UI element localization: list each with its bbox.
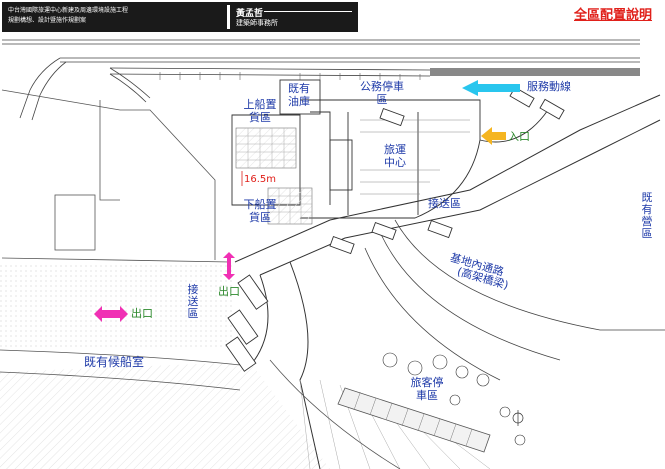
trees xyxy=(382,352,526,446)
service-lane-arrow xyxy=(462,80,520,96)
label-service-lane: 服務動線 xyxy=(527,80,571,93)
label-pickup-zone-east: 接送區 xyxy=(428,197,461,210)
passenger-parking-strip xyxy=(337,387,491,453)
label-existing-waiting-room: 既有候船室 xyxy=(84,355,145,369)
label-boarding-cargo: 上船置貨區 xyxy=(243,98,277,124)
cargo-grid-lower xyxy=(267,187,313,225)
label-exit-center: 出口 xyxy=(218,285,240,298)
west-structures xyxy=(1,89,231,263)
entrance-arrow xyxy=(481,127,506,145)
title-rule xyxy=(264,11,352,12)
cargo-grid-upper xyxy=(235,127,297,169)
project-line-1: 中台灣國際旅運中心新建及周邊環境設施工程 xyxy=(8,7,129,14)
north-parked-vehicles xyxy=(430,68,640,76)
lower-radial-lines xyxy=(299,379,491,469)
project-name: 中台灣國際旅運中心新建及周邊環境設施工程 規劃構想、設計暨施作規劃案 xyxy=(8,6,128,26)
terminal-building xyxy=(231,79,549,219)
north-arrow-icon xyxy=(512,410,524,426)
main-roads xyxy=(234,94,661,469)
firm-name: 建築師事務所 xyxy=(236,19,278,27)
west-apron xyxy=(0,262,235,350)
label-public-parking: 公務停車區 xyxy=(360,80,404,106)
center-exit-arrow xyxy=(223,252,235,280)
north-berth-lines xyxy=(2,39,640,121)
label-existing-camp: 既有營區 xyxy=(641,191,653,240)
project-line-2: 規劃構想、設計暨施作規劃案 xyxy=(8,17,87,24)
vehicles xyxy=(225,86,565,372)
label-passenger-parking: 旅客停車區 xyxy=(410,376,444,402)
label-dimension: 16.5m xyxy=(244,174,277,185)
architect-name: 黃孟哲 xyxy=(236,9,264,19)
label-exit-west: 出口 xyxy=(131,307,153,320)
west-exit-arrow xyxy=(94,306,128,322)
north-parking-stripes xyxy=(159,72,421,80)
south-curve-lines xyxy=(0,349,401,469)
south-wharf xyxy=(0,362,330,469)
label-pickup-zone-west: 接送區 xyxy=(187,283,199,320)
label-existing-oil-depot: 既有油庫 xyxy=(288,82,310,108)
title-divider xyxy=(227,5,230,29)
page-title: 全區配置說明 xyxy=(574,8,653,23)
terminal-interior-grid xyxy=(360,119,470,195)
label-terminal-center: 旅運中心 xyxy=(384,143,406,169)
elevated-road-arcs xyxy=(364,219,665,381)
label-disembark-cargo: 下船置貨區 xyxy=(243,198,277,224)
title-block: 中台灣國際旅運中心新建及周邊環境設施工程 規劃構想、設計暨施作規劃案 黃孟哲 建… xyxy=(2,2,358,32)
label-entrance: 入口 xyxy=(508,130,530,143)
